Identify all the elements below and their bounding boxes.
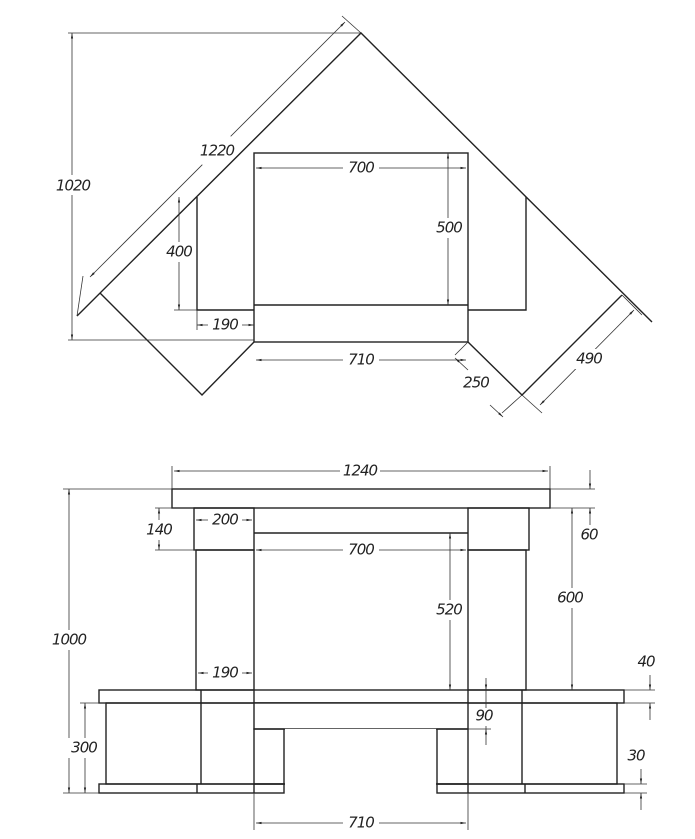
dim-30: 30 bbox=[627, 747, 645, 765]
top-view-dimensions: 1020 1220 700 500 400 190 bbox=[55, 15, 643, 418]
dim-60: 60 bbox=[580, 526, 598, 544]
dim-700-front: 700 bbox=[348, 541, 374, 559]
dim-190-front: 190 bbox=[212, 664, 238, 682]
dim-190-top: 190 bbox=[212, 316, 238, 334]
front-view-outline bbox=[98, 488, 625, 799]
dim-400: 400 bbox=[166, 243, 192, 261]
dim-490: 490 bbox=[576, 350, 602, 368]
dim-140: 140 bbox=[146, 521, 172, 539]
dim-1000: 1000 bbox=[52, 631, 87, 649]
dim-520: 520 bbox=[436, 601, 462, 619]
dim-700-top: 700 bbox=[348, 159, 374, 177]
front-view: 1240 1000 140 200 700 520 bbox=[50, 462, 656, 832]
dim-710-top: 710 bbox=[348, 351, 374, 369]
dim-1240: 1240 bbox=[343, 462, 378, 480]
top-view: 1020 1220 700 500 400 190 bbox=[55, 15, 653, 418]
dim-1020: 1020 bbox=[56, 177, 91, 195]
front-view-dimensions: 1240 1000 140 200 700 520 bbox=[50, 462, 656, 832]
dim-1220: 1220 bbox=[200, 142, 235, 160]
top-view-outline bbox=[76, 32, 653, 396]
dim-40: 40 bbox=[637, 653, 655, 671]
dim-300: 300 bbox=[71, 739, 97, 757]
dim-200: 200 bbox=[212, 511, 238, 529]
dim-90: 90 bbox=[475, 707, 493, 725]
dim-500: 500 bbox=[436, 219, 462, 237]
dim-710-front: 710 bbox=[348, 814, 374, 832]
dim-600: 600 bbox=[557, 589, 583, 607]
dim-250: 250 bbox=[463, 374, 489, 392]
